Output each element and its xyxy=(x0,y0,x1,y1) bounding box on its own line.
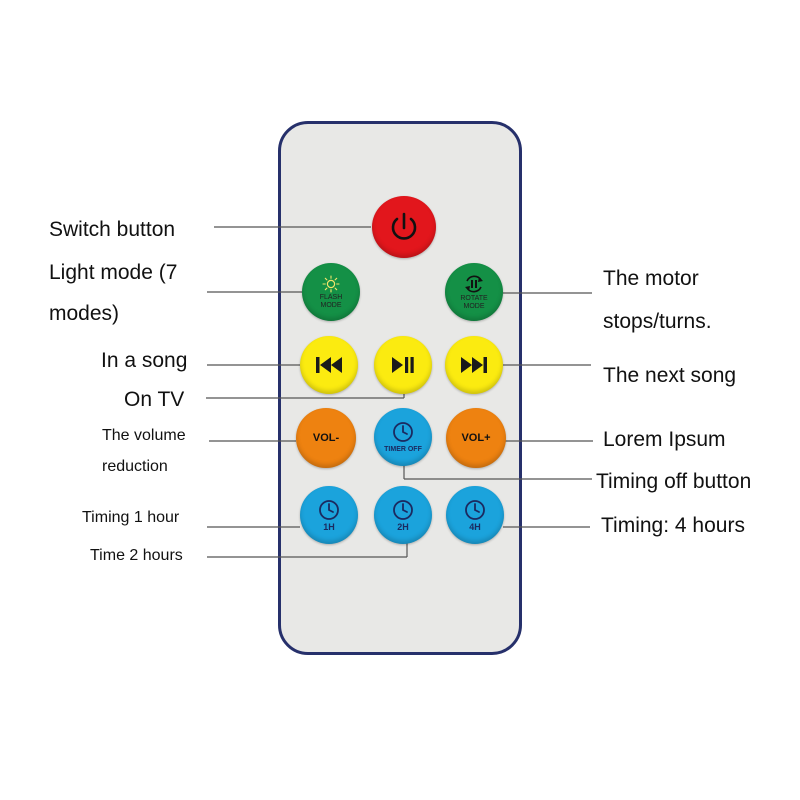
timer-4h-button[interactable]: 4H xyxy=(446,486,504,544)
volume-up-button[interactable]: VOL+ xyxy=(446,408,506,468)
flash-label-line2: MODE xyxy=(320,302,342,309)
power-button[interactable] xyxy=(372,196,436,258)
label-next-song: The next song xyxy=(603,364,737,387)
play-pause-button[interactable] xyxy=(374,336,432,394)
clock-icon xyxy=(393,499,413,520)
rotate-label-line2: MODE xyxy=(463,303,485,310)
label-motor-line2: stops/turns. xyxy=(603,310,712,333)
flash-label-line1: FLASH xyxy=(319,294,343,301)
label-volume-line1: The volume xyxy=(102,427,186,444)
previous-song-button[interactable] xyxy=(300,336,358,394)
rotate-pause-icon xyxy=(465,275,483,293)
rotate-label-line1: ROTATE xyxy=(460,295,488,302)
label-timing-1-hour: Timing 1 hour xyxy=(82,509,180,526)
sun-icon xyxy=(322,275,340,293)
clock-icon xyxy=(393,421,413,442)
skip-next-icon xyxy=(461,357,487,373)
timer-1h-button[interactable]: 1H xyxy=(300,486,358,544)
label-timing-4-hours: Timing: 4 hours xyxy=(601,514,745,537)
label-time-2-hours: Time 2 hours xyxy=(90,547,183,564)
label-timing-off-button: Timing off button xyxy=(596,470,752,493)
flash-mode-button[interactable]: FLASH MODE xyxy=(302,263,360,321)
clock-icon xyxy=(319,499,339,520)
timer-1h-label: 1H xyxy=(323,521,335,532)
label-switch-button: Switch button xyxy=(49,218,176,241)
label-volume-line2: reduction xyxy=(102,458,168,475)
volume-down-label: VOL- xyxy=(312,432,340,444)
label-light-mode-line2: modes) xyxy=(49,302,120,325)
timer-2h-label: 2H xyxy=(397,521,409,532)
skip-previous-icon xyxy=(316,357,342,373)
timer-off-button[interactable]: TIMER OFF xyxy=(374,408,432,466)
label-on-tv: On TV xyxy=(124,388,185,411)
label-lorem-ipsum: Lorem Ipsum xyxy=(603,428,726,451)
volume-up-label: VOL+ xyxy=(461,432,491,444)
clock-icon xyxy=(465,499,485,520)
play-pause-icon xyxy=(392,357,414,373)
rotate-mode-button[interactable]: ROTATE MODE xyxy=(445,263,503,321)
next-song-button[interactable] xyxy=(445,336,503,394)
label-motor-line1: The motor xyxy=(603,267,699,290)
timer-off-label: TIMER OFF xyxy=(384,445,422,453)
label-light-mode-line1: Light mode (7 xyxy=(49,261,178,284)
timer-2h-button[interactable]: 2H xyxy=(374,486,432,544)
label-in-a-song: In a song xyxy=(101,349,188,372)
volume-down-button[interactable]: VOL- xyxy=(296,408,356,468)
power-icon xyxy=(391,212,417,240)
timer-4h-label: 4H xyxy=(469,521,481,532)
